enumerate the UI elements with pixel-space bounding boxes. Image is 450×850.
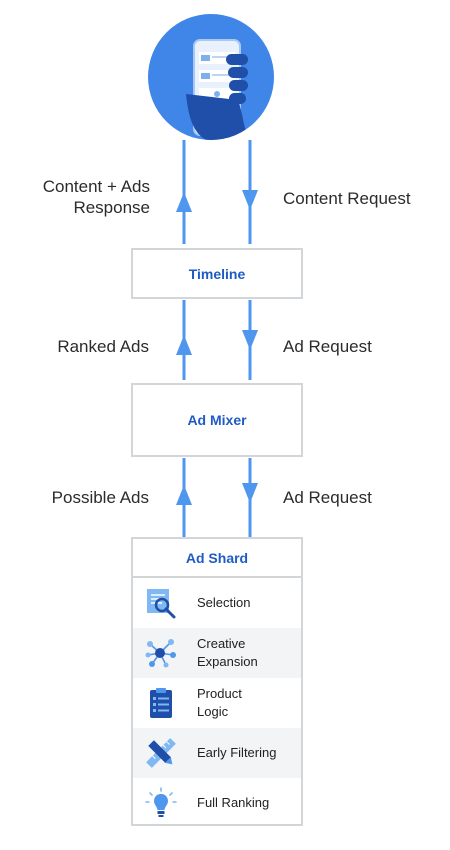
label-ad-request-1: Ad Request: [283, 337, 372, 356]
shard-row-early-filtering: Early Filtering: [133, 728, 301, 778]
label-content-request: Content Request: [283, 189, 411, 208]
label-ranked-ads: Ranked Ads: [57, 337, 149, 356]
shard-row-selection: Selection: [133, 578, 301, 628]
magnifier-document-icon: [143, 585, 179, 621]
timeline-label: Timeline: [188, 265, 246, 282]
label-possible-ads: Possible Ads: [51, 488, 149, 507]
shard-row-full-ranking: Full Ranking: [133, 778, 301, 828]
ad-mixer-box: Ad Mixer: [131, 383, 303, 457]
lightbulb-icon: [143, 785, 179, 821]
ad-shard-box: Ad Shard Selection: [131, 537, 303, 826]
label-ad-request-2: Ad Request: [283, 488, 372, 507]
timeline-box: Timeline: [131, 248, 303, 299]
ad-mixer-label: Ad Mixer: [187, 412, 247, 428]
mobile-phone-icon: [148, 14, 274, 140]
pencil-ruler-icon: [143, 735, 179, 771]
network-nodes-icon: [143, 635, 179, 671]
shard-row-creative-expansion: Creative Expansion: [133, 628, 301, 678]
shard-row-label: Full Ranking: [197, 795, 270, 810]
shard-row-label: Early Filtering: [197, 745, 277, 760]
ad-shard-title: Ad Shard: [133, 539, 301, 578]
label-content-ads-response: Content + Ads Response: [42, 177, 150, 217]
shard-row-product-logic: Product Logic: [133, 678, 301, 728]
shard-row-label: Selection: [197, 595, 251, 610]
shard-row-label: Creative Expansion: [197, 636, 258, 669]
clipboard-checklist-icon: [143, 685, 179, 721]
shard-row-label: Product Logic: [197, 686, 242, 719]
